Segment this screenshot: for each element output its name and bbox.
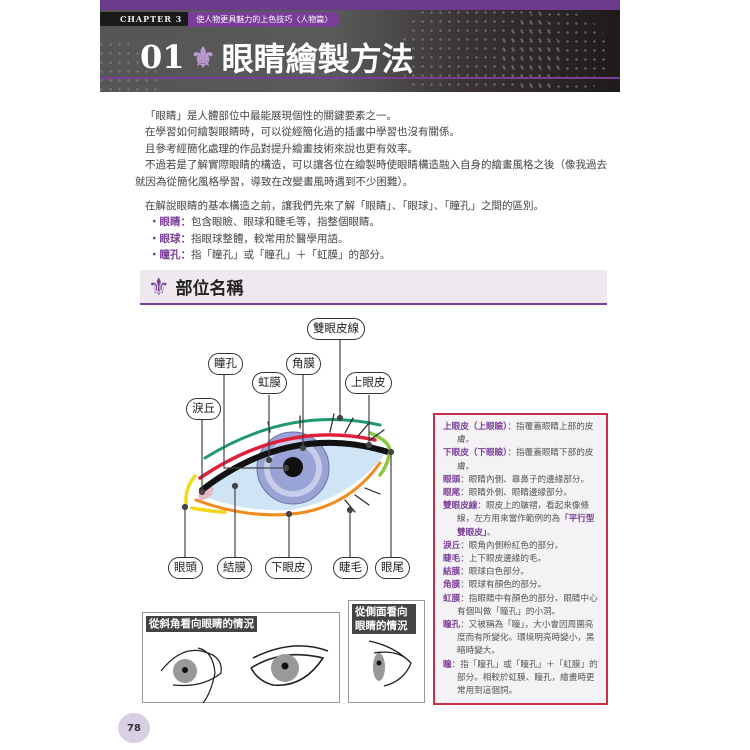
legend-item: 眼尾：眼睛外側、眼睛邊緣部分。	[443, 488, 572, 499]
label-lower-eyelid: 下眼皮	[265, 557, 312, 579]
paragraph: 「眼睛」是人體部位中最能展現個性的關鍵要素之一。	[145, 110, 397, 122]
bullet-item: ・眼球：指眼球整體，較常用於醫學用語。	[149, 232, 349, 245]
section-number: 01	[140, 38, 185, 76]
legend-item: 虹膜：指眼睛中有顏色的部分。眼睛中心有個叫做「瞳孔」的小洞。	[443, 593, 598, 617]
label-outer-corner: 眼尾	[375, 557, 410, 579]
intro-text: 「眼睛」是人體部位中最能展現個性的關鍵要素之一。 在學習如何繪製眼睛時，可以從經…	[135, 108, 615, 264]
paragraph: 不過若是了解實際眼睛的構造，可以讓各位在繪製時使眼睛構造融入自身的繪畫風格之後（…	[135, 159, 607, 188]
divider	[100, 77, 620, 79]
label-caruncle: 淚丘	[186, 398, 221, 420]
bullet-item: ・瞳孔：指「瞳孔」或「瞳孔」＋「虹膜」的部分。	[149, 249, 391, 262]
paragraph: 且參考經簡化處理的作品對提升繪畫技術來說也更有效率。	[145, 142, 418, 155]
fleur-de-lis-icon: ⚜	[148, 272, 170, 301]
panel-title: 從側面看向眼睛的情況	[352, 604, 416, 634]
top-color-bar	[100, 0, 620, 10]
label-iris: 虹膜	[252, 372, 287, 394]
panel-title: 從斜角看向眼睛的情況	[146, 616, 257, 632]
terms-legend: 上眼皮（上眼瞼）：指覆蓋眼睛上部的皮膚。 下眼皮（下眼瞼）：指覆蓋眼睛下部的皮膚…	[433, 413, 608, 705]
label-pupil: 瞳孔	[208, 353, 243, 375]
legend-item: 雙眼皮線：眼皮上的皺褶，看起來像條線，左方用來當作範例的為「平行型雙眼皮」。	[443, 501, 595, 538]
chapter-tag: CHAPTER 3 使人物更具魅力的上色技巧〈人物篇〉	[100, 11, 341, 27]
legend-item: 下眼皮（下眼瞼）：指覆蓋眼睛下部的皮膚。	[443, 448, 594, 472]
label-cornea: 角膜	[286, 353, 321, 375]
label-upper-eyelid: 上眼皮	[345, 372, 392, 394]
title-text: 眼睛繪製方法	[221, 40, 414, 78]
label-inner-corner: 眼頭	[168, 557, 203, 579]
fleur-de-lis-icon: ⚜	[190, 40, 216, 74]
label-double-eyelid-line: 雙眼皮線	[307, 318, 365, 340]
legend-item: 結膜：眼球白色部分。	[443, 567, 529, 578]
legend-item: 睫毛：上下眼皮邊緣的毛。	[443, 554, 547, 565]
section-title: 部位名稱	[175, 279, 244, 299]
legend-item: 角膜：眼球有顏色的部分。	[443, 580, 547, 591]
paragraph: 在學習如何繪製眼睛時，可以從經簡化過的插畫中學習也沒有關係。	[145, 126, 460, 139]
bullet-item: ・眼睛：包含眼瞼、眼球和睫毛等，指整個眼睛。	[149, 216, 380, 229]
oblique-eyes-illustration	[160, 645, 329, 704]
legend-item: 上眼皮（上眼瞼）：指覆蓋眼睛上部的皮膚。	[443, 422, 594, 446]
legend-item: 眼頭：眼睛內側、靠鼻子的邊緣部分。	[443, 474, 590, 485]
label-eyelashes: 睫毛	[333, 557, 368, 579]
paragraph: 在解說眼睛的基本構造之前，讓我們先來了解「眼睛」、「眼球」、「瞳孔」之間的區別。	[145, 200, 544, 213]
legend-item: 淚丘：眼角內側粉紅色的部分。	[443, 540, 564, 551]
chapter-label: CHAPTER 3	[100, 12, 193, 26]
legend-item: 瞳：指「瞳孔」或「瞳孔」＋「虹膜」的部分。相較於虹膜、瞳孔，繪畫時更常用到這個詞…	[443, 659, 598, 697]
section-header: ⚜ 部位名稱	[140, 270, 607, 305]
chapter-title: 使人物更具魅力的上色技巧〈人物篇〉	[188, 11, 341, 27]
page-number: 78	[118, 713, 150, 743]
label-conjunctiva: 結膜	[217, 557, 252, 579]
page-title: 01 ⚜ 眼睛繪製方法	[140, 34, 414, 80]
side-view-panel: 從側面看向眼睛的情況	[348, 600, 425, 703]
legend-item: 瞳孔：又被稱為「瞳」，大小會因周圍亮度而有所變化。環境明亮時變小，黑暗時變大。	[443, 620, 595, 657]
oblique-view-panel: 從斜角看向眼睛的情況	[142, 612, 340, 704]
side-eye-illustration	[368, 640, 412, 687]
